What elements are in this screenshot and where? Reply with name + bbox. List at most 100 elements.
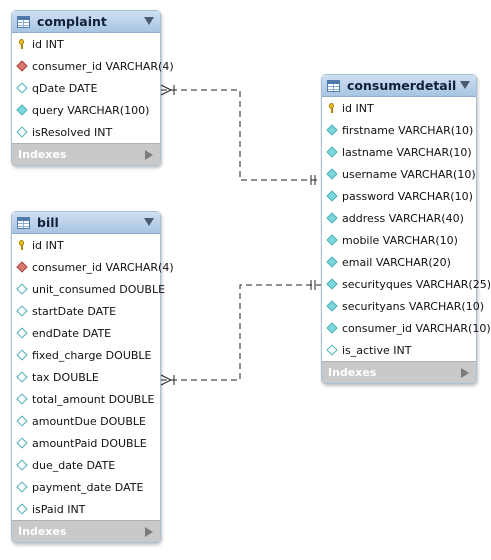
column-list: id INT firstname VARCHAR(10) lastname VARC… [322,97,491,361]
attribute-icon [16,459,28,471]
column-label: password VARCHAR(10) [342,189,473,203]
column-row[interactable]: amountDue DOUBLE [12,410,160,432]
primary-key-icon [327,103,337,113]
table-header[interactable]: complaint [12,11,160,33]
column-label: securityques VARCHAR(25) [342,277,491,291]
column-row[interactable]: qDate DATE [12,77,160,99]
column-label: id INT [32,238,64,252]
expand-arrow-icon[interactable] [145,150,153,160]
column-list: id INT consumer_id VARCHAR(4) qDate DATE qu… [12,33,174,143]
complaint-table[interactable]: complaint id INT consumer_id VARCHAR(4) qD… [11,10,174,166]
column-list: id INT consumer_id VARCHAR(4) unit_consume… [12,234,174,520]
column-row[interactable]: amountPaid DOUBLE [12,432,160,454]
attribute-icon [16,126,28,138]
column-label: id INT [342,101,374,115]
not-null-attribute-icon [326,256,338,268]
column-row[interactable]: securityans VARCHAR(10) [322,295,484,317]
table-header[interactable]: bill [12,212,160,234]
column-row[interactable]: securityques VARCHAR(25) [322,273,491,295]
not-null-attribute-icon [326,168,338,180]
column-row[interactable]: fixed_charge DOUBLE [12,344,160,366]
indexes-section[interactable]: Indexes [12,143,160,165]
column-row[interactable]: consumer_id VARCHAR(4) [12,55,174,77]
collapse-arrow-icon[interactable] [460,81,470,89]
expand-arrow-icon[interactable] [461,368,469,378]
column-row[interactable]: isPaid INT [12,498,160,520]
column-row[interactable]: total_amount DOUBLE [12,388,160,410]
column-row[interactable]: due_date DATE [12,454,160,476]
column-row[interactable]: username VARCHAR(10) [322,163,476,185]
column-label: firstname VARCHAR(10) [342,123,474,137]
table-header[interactable]: consumerdetail [322,75,476,97]
column-label: total_amount DOUBLE [32,392,155,406]
not-null-attribute-icon [326,278,338,290]
primary-key-icon [17,240,27,250]
column-row[interactable]: payment_date DATE [12,476,160,498]
not-null-attribute-icon [326,124,338,136]
column-label: query VARCHAR(100) [32,103,150,117]
column-row[interactable]: mobile VARCHAR(10) [322,229,476,251]
column-label: consumer_id VARCHAR(10) [342,321,491,335]
column-row[interactable]: query VARCHAR(100) [12,99,160,121]
column-row[interactable]: isResolved INT [12,121,160,143]
column-label: due_date DATE [32,458,116,472]
attribute-icon [16,503,28,515]
column-label: email VARCHAR(20) [342,255,451,269]
column-row[interactable]: firstname VARCHAR(10) [322,119,476,141]
column-row[interactable]: lastname VARCHAR(10) [322,141,476,163]
column-label: consumer_id VARCHAR(4) [32,59,174,73]
consumerdetail-table[interactable]: consumerdetail id INT firstname VARCHAR(1… [321,74,491,384]
column-row[interactable]: endDate DATE [12,322,160,344]
column-label: isResolved INT [32,125,113,139]
column-row[interactable]: id INT [322,97,476,119]
column-label: fixed_charge DOUBLE [32,348,152,362]
column-label: payment_date DATE [32,480,144,494]
collapse-arrow-icon[interactable] [144,17,154,25]
attribute-icon [16,327,28,339]
column-label: tax DOUBLE [32,370,99,384]
column-row[interactable]: email VARCHAR(20) [322,251,476,273]
not-null-attribute-icon [326,146,338,158]
foreign-key-icon [16,261,28,273]
attribute-icon [16,82,28,94]
table-icon [17,15,30,28]
table-title: bill [37,215,59,230]
column-row[interactable]: consumer_id VARCHAR(4) [12,256,174,278]
foreign-key-icon [16,60,28,72]
attribute-icon [16,393,28,405]
table-icon [17,216,30,229]
column-row[interactable]: id INT [12,234,160,256]
attribute-icon [16,305,28,317]
table-title: consumerdetail [347,78,457,93]
indexes-label: Indexes [328,366,377,379]
column-row[interactable]: is_active INT [322,339,476,361]
relationship-complaint-consumerdetail[interactable] [160,84,321,185]
collapse-arrow-icon[interactable] [144,218,154,226]
column-label: isPaid INT [32,502,86,516]
column-label: consumer_id VARCHAR(4) [32,260,174,274]
indexes-label: Indexes [18,525,67,538]
indexes-label: Indexes [18,148,67,161]
column-row[interactable]: startDate DATE [12,300,160,322]
column-label: id INT [32,37,64,51]
attribute-icon [16,415,28,427]
attribute-icon [16,437,28,449]
not-null-attribute-icon [326,234,338,246]
not-null-attribute-icon [326,212,338,224]
column-row[interactable]: unit_consumed DOUBLE [12,278,165,300]
not-null-attribute-icon [326,300,338,312]
column-label: startDate DATE [32,304,117,318]
indexes-section[interactable]: Indexes [12,520,160,542]
relationship-bill-consumerdetail[interactable] [160,280,321,386]
indexes-section[interactable]: Indexes [322,361,476,383]
expand-arrow-icon[interactable] [145,527,153,537]
bill-table[interactable]: bill id INT consumer_id VARCHAR(4) unit_co… [11,211,174,543]
column-row[interactable]: consumer_id VARCHAR(10) [322,317,491,339]
column-row[interactable]: password VARCHAR(10) [322,185,476,207]
attribute-icon [16,283,28,295]
column-row[interactable]: address VARCHAR(40) [322,207,476,229]
column-label: username VARCHAR(10) [342,167,476,181]
column-row[interactable]: tax DOUBLE [12,366,160,388]
column-row[interactable]: id INT [12,33,160,55]
